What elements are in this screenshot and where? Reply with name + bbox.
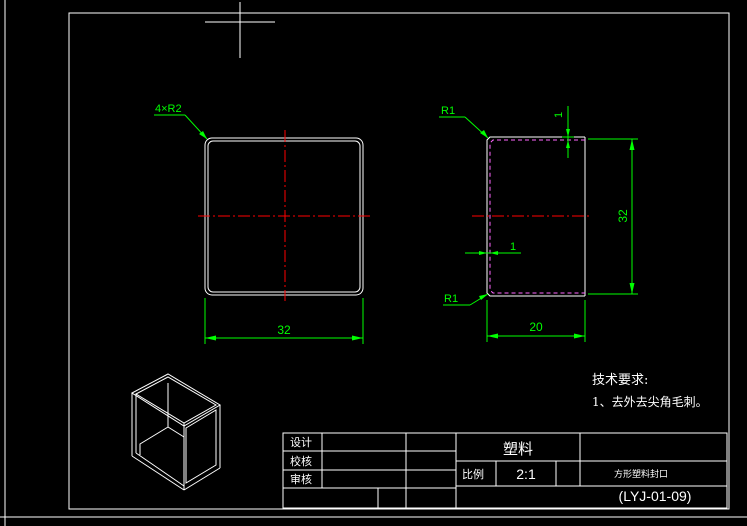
title-block-design-label: 设计	[290, 436, 312, 449]
title-block-review-label: 审核	[290, 472, 312, 486]
title-block-drawing-number: (LYJ-01-09)	[619, 488, 692, 504]
front-width-value: 32	[277, 323, 291, 337]
side-left-wall-dimension	[465, 251, 521, 255]
side-top-wall-value: 1	[553, 112, 565, 118]
title-block-scale-label: 比例	[462, 467, 484, 481]
side-fillet-bottom-label: R1	[444, 293, 458, 305]
side-fillet-bottom-leader	[443, 293, 489, 306]
side-width-dimension	[486, 300, 586, 342]
side-width-value: 20	[529, 320, 543, 334]
side-height-value: 32	[616, 209, 630, 223]
title-block-check-label: 校核	[290, 454, 312, 468]
side-fillet-top-leader	[439, 116, 489, 139]
title-block-scale-value: 2:1	[516, 466, 536, 482]
front-fillet-label: 4×R2	[155, 103, 182, 115]
side-view[interactable]: R1 R1 1 1 32	[439, 105, 638, 342]
cursor-crosshair-icon	[205, 2, 275, 58]
title-block[interactable]	[282, 432, 728, 509]
sheet-border	[68, 12, 730, 510]
side-fillet-top-label: R1	[441, 105, 455, 117]
side-top-wall-dimension	[562, 106, 574, 158]
isometric-view[interactable]	[131, 373, 221, 491]
tech-requirements-title: 技术要求:	[592, 373, 648, 388]
front-width-dimension	[204, 298, 364, 344]
side-height-dimension	[588, 138, 638, 295]
side-left-wall-value: 1	[510, 241, 516, 253]
title-block-material: 塑料	[503, 440, 533, 458]
title-block-part-name: 方形塑料封口	[614, 468, 668, 480]
front-view[interactable]: 4×R2 32	[154, 103, 370, 344]
tech-requirements-line1: 1、去外去尖角毛刺。	[592, 395, 708, 409]
side-wall-hidden-line	[489, 139, 585, 294]
front-fillet-leader	[154, 114, 208, 140]
